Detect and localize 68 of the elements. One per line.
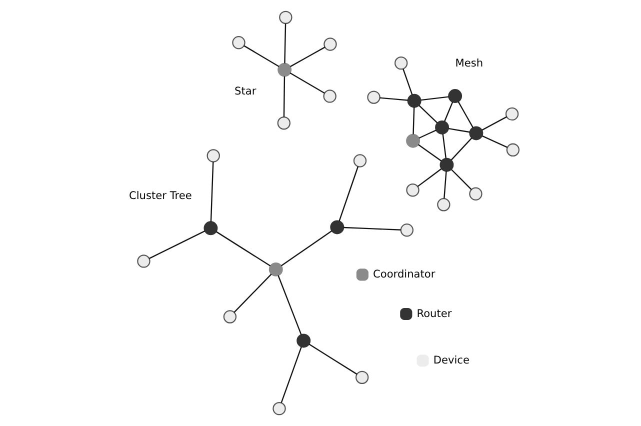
connector: [148, 230, 205, 259]
node-circle: [330, 220, 344, 234]
connector: [481, 116, 506, 131]
node-circle: [468, 187, 482, 200]
label: Star: [234, 86, 256, 98]
connector: [277, 275, 302, 335]
node-circle: [434, 120, 449, 134]
node-circle: [323, 38, 336, 51]
legend-label: Router: [416, 308, 452, 320]
connector: [402, 68, 412, 95]
connector: [418, 130, 436, 139]
connector: [442, 134, 446, 158]
connector: [280, 346, 302, 403]
node-circle: [394, 56, 408, 70]
connector: [412, 107, 414, 134]
node-circle: [232, 36, 245, 50]
connector: [417, 144, 442, 162]
connector: [290, 46, 325, 68]
node-circle: [222, 310, 236, 324]
node-circle: [406, 134, 420, 148]
connector: [343, 226, 400, 230]
label: Mesh: [454, 58, 483, 70]
legend-label: Device: [432, 354, 469, 366]
connector: [282, 76, 285, 117]
node-circle: [352, 154, 366, 168]
connector: [338, 166, 358, 222]
legend-label: Coordinator: [372, 268, 435, 281]
connector: [308, 344, 357, 375]
label: Cluster Tree: [128, 190, 192, 202]
connector: [450, 169, 472, 190]
node-circle: [272, 402, 286, 416]
connector: [450, 138, 472, 160]
node-circle: [206, 149, 220, 162]
node-circle: [436, 198, 450, 212]
node-circle: [277, 62, 292, 77]
connector: [420, 96, 448, 101]
node-circle: [278, 10, 292, 24]
node-circle: [296, 334, 310, 348]
connector: [280, 230, 332, 266]
connector: [215, 231, 270, 266]
connector: [418, 104, 438, 124]
connector: [448, 128, 470, 133]
connector: [210, 162, 214, 222]
node-circle: [406, 184, 419, 197]
node-circle: [400, 224, 414, 237]
node-circle: [504, 107, 518, 121]
node-circle: [406, 94, 421, 108]
connector: [482, 135, 507, 148]
connector: [443, 171, 446, 198]
connector: [416, 168, 442, 187]
node-circle: [366, 90, 380, 104]
node-circle: [439, 158, 454, 172]
node-circle: [268, 262, 282, 276]
connector: [284, 24, 286, 64]
connector: [379, 97, 408, 101]
node-circle: [468, 126, 483, 140]
connector: [457, 102, 473, 128]
node-circle: [136, 254, 150, 268]
connector: [233, 274, 272, 313]
node-circle: [276, 116, 290, 130]
connector: [444, 102, 453, 122]
connector: [243, 45, 279, 67]
node-circle: [322, 90, 336, 103]
connector: [289, 72, 324, 94]
node-circle: [203, 221, 218, 236]
node-circle: [448, 89, 462, 103]
node-circle: [506, 143, 520, 157]
node-circle: [354, 370, 368, 384]
